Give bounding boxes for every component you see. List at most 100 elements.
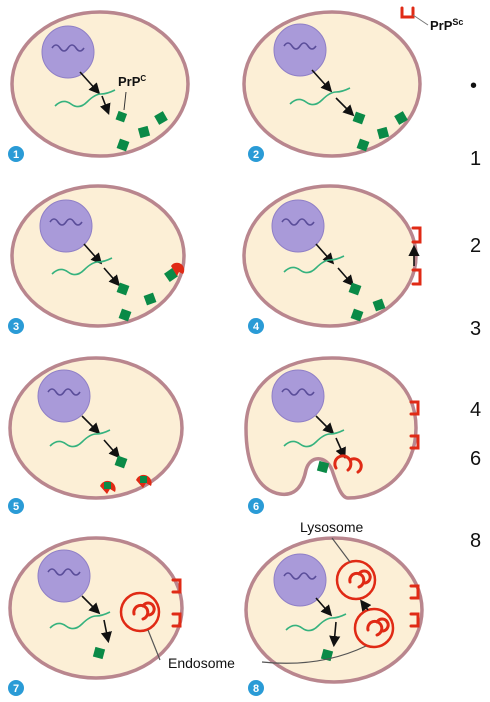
step-badge	[8, 680, 24, 696]
svg-text:5: 5	[13, 501, 19, 513]
prpsc-legend-icon	[400, 6, 415, 19]
prpsc-protein	[333, 454, 353, 472]
lysosome-label: Lysosome	[300, 519, 364, 535]
nucleus	[37, 369, 91, 423]
prpc-protein	[316, 460, 330, 474]
prpsc-protein	[375, 617, 390, 633]
panel-6: 6	[244, 356, 420, 514]
svg-text:1: 1	[13, 149, 19, 161]
prpc-protein	[143, 292, 157, 306]
nucleus	[273, 23, 327, 77]
prpc-protein	[118, 308, 132, 322]
nucleus	[37, 549, 91, 603]
prpc-protein	[116, 138, 130, 152]
panel-7: 7	[8, 536, 184, 696]
prpc-protein	[356, 138, 370, 152]
prpc-protein	[348, 282, 362, 296]
prpc-protein	[140, 476, 147, 483]
mrna-strand	[283, 255, 345, 274]
cell-body	[244, 536, 424, 684]
side-number-1: 1	[470, 148, 481, 170]
endosome-label: Endosome	[168, 655, 235, 671]
prpsc-protein	[171, 612, 182, 628]
svg-text:8: 8	[253, 683, 259, 695]
prpsc-protein	[409, 434, 420, 450]
side-bullet: •	[470, 75, 477, 97]
panel-8: 8	[244, 536, 424, 696]
side-number-4: 4	[470, 399, 481, 421]
prpc-label: PrPC	[118, 74, 146, 89]
side-column: • 1 2 3 4 6 8	[470, 75, 481, 552]
mrna-strand	[51, 257, 113, 276]
panel-4: 4	[242, 184, 422, 334]
panel-2: 2	[242, 10, 422, 162]
svg-text:6: 6	[253, 501, 259, 513]
dna-strand	[283, 572, 317, 580]
dna-strand	[51, 44, 85, 52]
prpsc-protein	[141, 601, 156, 617]
prpsc-protein	[171, 262, 185, 276]
cell-body	[10, 184, 186, 328]
dna-strand	[283, 42, 317, 50]
prpsc-protein	[357, 569, 372, 585]
cell-body	[10, 10, 190, 158]
prpc-protein	[350, 308, 364, 322]
svg-text:7: 7	[13, 683, 19, 695]
nucleus	[273, 553, 327, 607]
step-badge	[248, 146, 264, 162]
side-number-6: 6	[470, 448, 481, 470]
dna-strand	[281, 218, 315, 226]
svg-text:2: 2	[253, 149, 259, 161]
prpc-protein	[116, 282, 130, 296]
cell-body	[242, 184, 418, 328]
panel-3: 3	[8, 184, 186, 334]
prpsc-protein	[409, 612, 420, 628]
prpsc-protein	[409, 584, 420, 600]
prpc-protein	[92, 646, 106, 660]
panel-1: PrPC 1	[8, 10, 190, 162]
prpc-protein	[376, 126, 390, 140]
legend: PrPSc	[400, 6, 463, 33]
mrna-strand	[54, 89, 116, 108]
mrna-strand	[285, 613, 347, 632]
step-badge	[248, 680, 264, 696]
dna-strand	[281, 388, 315, 396]
dna-strand	[49, 218, 83, 226]
prpc-protein	[104, 482, 111, 489]
step-badge	[248, 498, 264, 514]
mrna-strand	[283, 429, 345, 448]
nucleus	[41, 25, 95, 79]
step-badge	[8, 146, 24, 162]
step-badge	[8, 318, 24, 334]
prpsc-protein	[348, 457, 363, 474]
prpc-protein	[352, 111, 366, 125]
step-badge	[8, 498, 24, 514]
mrna-strand	[49, 429, 111, 448]
legend-prpsc-label: PrPSc	[430, 17, 463, 33]
side-number-8: 8	[470, 530, 481, 552]
prpsc-protein	[171, 578, 182, 594]
dna-strand	[47, 568, 81, 576]
prpc-protein	[115, 110, 128, 123]
nucleus	[271, 199, 325, 253]
prpc-protein	[114, 455, 128, 469]
prpsc-protein	[409, 400, 420, 416]
prpc-protein	[154, 111, 168, 125]
side-number-3: 3	[470, 318, 481, 340]
cell-body	[8, 356, 184, 500]
callouts: Lysosome Endosome	[147, 519, 367, 671]
svg-text:4: 4	[253, 321, 260, 333]
prpsc-protein	[411, 226, 422, 244]
mrna-strand	[49, 611, 111, 630]
side-number-2: 2	[470, 235, 481, 257]
nucleus	[271, 369, 325, 423]
mrna-strand	[289, 87, 351, 106]
prpsc-protein	[411, 268, 422, 286]
nucleus	[39, 199, 93, 253]
prpc-protein	[394, 111, 408, 125]
prpc-protein	[372, 298, 386, 312]
svg-text:3: 3	[13, 321, 19, 333]
cell-body	[242, 10, 422, 158]
step-badge	[248, 318, 264, 334]
